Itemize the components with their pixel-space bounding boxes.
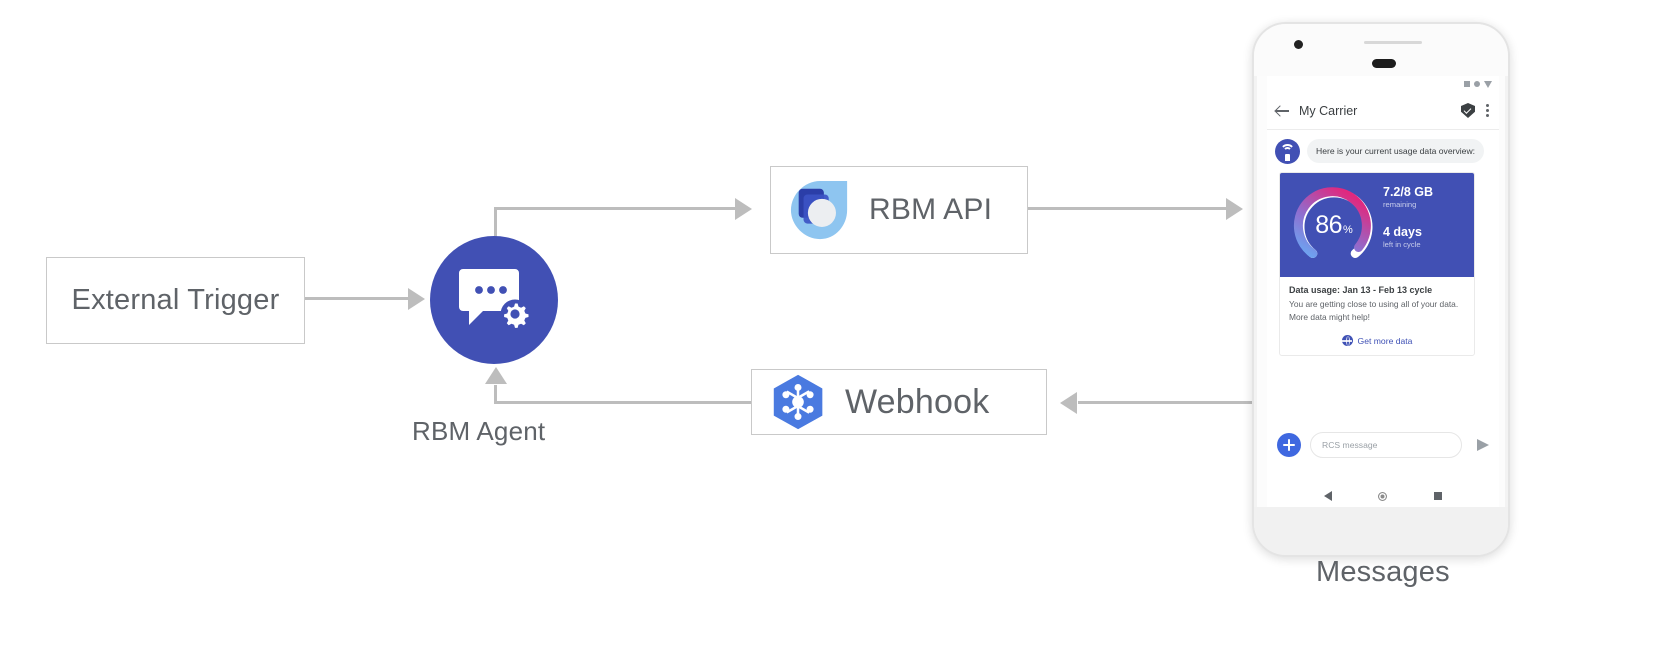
- rcs-message-placeholder: RCS message: [1322, 440, 1378, 450]
- overflow-menu-icon[interactable]: [1484, 102, 1491, 119]
- card-hero-stats: 7.2/8 GB remaining 4 days left in cycle: [1383, 185, 1465, 249]
- messages-label: Messages: [1316, 556, 1450, 588]
- connector-phone-to-webhook: [1078, 401, 1258, 404]
- nav-home-icon[interactable]: [1378, 491, 1388, 501]
- data-remaining-value: 7.2/8 GB: [1383, 185, 1434, 199]
- connector-agent-to-rbmapi: [494, 207, 737, 210]
- webhook-label: Webhook: [845, 382, 990, 421]
- card-hero: 86 % 7.2/8 GB remaining 4 days left in c…: [1280, 173, 1474, 277]
- card-description: You are getting close to using all of yo…: [1289, 299, 1459, 322]
- rbm-agent-label: RBM Agent: [412, 416, 546, 446]
- triangle-icon: [1484, 80, 1492, 88]
- nav-recents-icon[interactable]: [1433, 492, 1442, 500]
- external-trigger-label: External Trigger: [71, 284, 280, 316]
- chat-gear-icon: [459, 269, 530, 329]
- node-webhook[interactable]: Webhook: [751, 369, 1047, 435]
- nav-back-icon[interactable]: [1324, 491, 1333, 501]
- data-usage-card[interactable]: 86 % 7.2/8 GB remaining 4 days left in c…: [1279, 172, 1475, 357]
- circle-icon: [1474, 81, 1480, 87]
- phone-device: My Carrier Here is your current usage da…: [1252, 22, 1510, 557]
- usage-gauge: 86 %: [1292, 183, 1376, 267]
- node-rbm-api[interactable]: RBM API: [770, 166, 1028, 254]
- data-remaining-caption: remaining: [1383, 200, 1417, 209]
- phone-top-bezel: [1254, 24, 1508, 76]
- arrowhead-rbmapi-to-phone: [1226, 198, 1243, 220]
- speaker-grille-icon: [1364, 41, 1422, 44]
- connector-agent-up-from-webhook: [494, 385, 497, 403]
- days-left-value: 4 days: [1383, 225, 1422, 239]
- arrowhead-phone-to-webhook: [1060, 392, 1077, 414]
- arrowhead-agent-to-rbmapi: [735, 198, 752, 220]
- app-bar-title: My Carrier: [1299, 103, 1358, 118]
- verified-shield-icon[interactable]: [1461, 103, 1475, 118]
- message-row: Here is your current usage data overview…: [1275, 139, 1491, 164]
- message-composer: RCS message: [1267, 425, 1499, 465]
- back-arrow-icon[interactable]: [1275, 103, 1290, 118]
- gauge-value: 86: [1315, 210, 1343, 239]
- android-nav-bar: [1267, 481, 1499, 511]
- rbm-api-icon: [790, 180, 848, 240]
- phone-bottom-bezel: [1254, 507, 1508, 555]
- conversation-area: Here is your current usage data overview…: [1267, 130, 1499, 460]
- carrier-wifi-avatar: [1275, 139, 1300, 164]
- earpiece-icon: [1372, 59, 1396, 68]
- node-external-trigger[interactable]: External Trigger: [46, 257, 305, 344]
- connector-webhook-to-agent: [494, 401, 751, 404]
- globe-icon: [1341, 335, 1353, 347]
- rbm-api-label: RBM API: [869, 193, 993, 226]
- gauge-symbol: %: [1343, 223, 1353, 236]
- get-more-data-button[interactable]: Get more data: [1280, 327, 1474, 355]
- days-left-caption: left in cycle: [1383, 240, 1421, 249]
- connector-rbmapi-to-phone: [1028, 207, 1228, 210]
- gauge-value-wrap: 86 %: [1292, 183, 1376, 267]
- webhook-hexagon-icon: [773, 374, 823, 430]
- arrowhead-webhook-to-agent: [485, 367, 507, 384]
- square-icon: [1464, 81, 1470, 87]
- card-title: Data usage: Jan 13 - Feb 13 cycle: [1289, 285, 1433, 295]
- message-bubble: Here is your current usage data overview…: [1307, 139, 1485, 164]
- send-icon[interactable]: [1477, 439, 1489, 451]
- card-body: Data usage: Jan 13 - Feb 13 cycle You ar…: [1280, 277, 1474, 327]
- plus-icon[interactable]: [1277, 433, 1301, 457]
- arrowhead-trigger-to-agent: [408, 288, 425, 310]
- status-bar: [1267, 76, 1499, 92]
- get-more-data-label: Get more data: [1357, 335, 1413, 346]
- app-bar: My Carrier: [1267, 92, 1499, 130]
- rcs-message-input[interactable]: RCS message: [1310, 432, 1462, 458]
- front-camera-icon: [1294, 40, 1303, 49]
- connector-trigger-to-agent: [305, 297, 410, 300]
- node-rbm-agent[interactable]: [430, 236, 558, 364]
- phone-screen: My Carrier Here is your current usage da…: [1267, 76, 1499, 511]
